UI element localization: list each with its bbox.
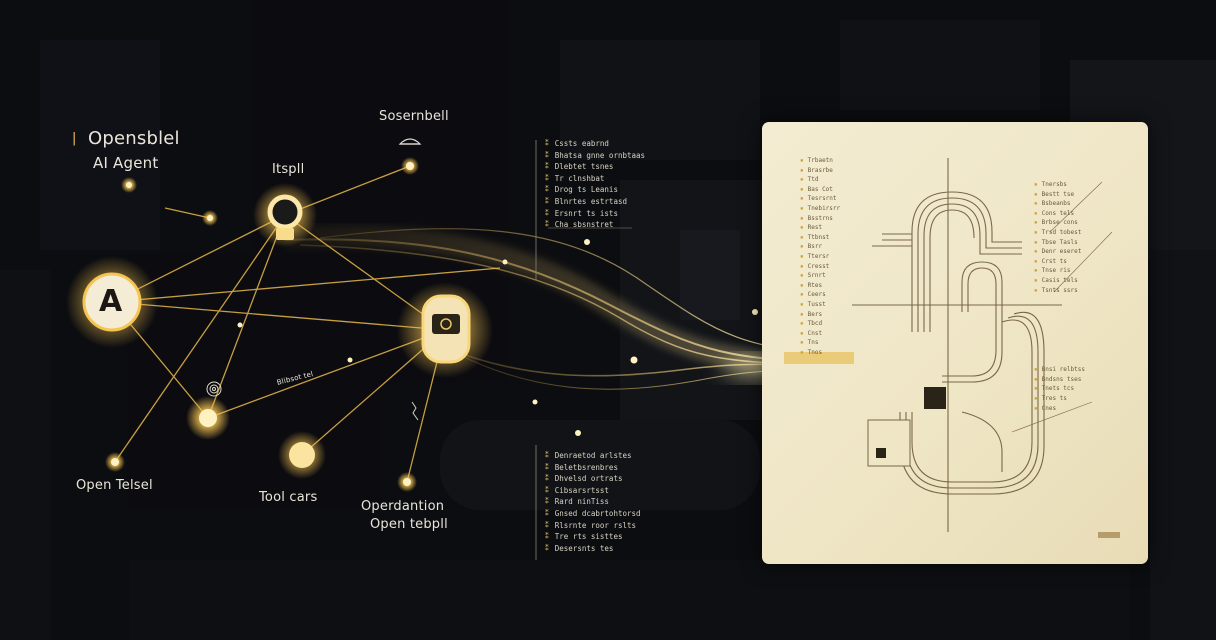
paper-notes-right: ▪Tnersbs ▪Bestt tse ▪Bsbeanbs ▪Cons tels… [1034,181,1085,412]
label-tool-cars: Tool cars [259,490,318,505]
spiral-icon [206,381,222,397]
tool-icon [411,401,419,421]
notes-bottom: ⁑Denraetod arlstes ⁑Beletbsrenbres ⁑Dhve… [545,451,641,553]
title-opensblel: Opensblel [88,128,180,149]
title-ai-agent: AI Agent [93,154,159,172]
node-bottom-left [199,409,217,427]
label-open-telsel: Open Telsel [76,478,153,493]
title-marker: | [72,131,77,146]
node-agent [82,272,142,332]
pipe-schematic [784,158,1120,538]
network-nodes [66,157,758,492]
dish-icon [398,138,422,145]
node-center [267,194,303,230]
paper-notes-left: ▪Trbaetn ▪Brasrbe ▪Ttd ▪Bas Cot ▪Tesrsrn… [800,157,841,356]
notes-top: ⁑Cssts eabrnd ⁑Bhatsa gnne ornbtaas ⁑Dle… [545,139,646,230]
center-label: Itspll [272,162,305,177]
node-tool [289,442,315,468]
blueprint-sheet: ▪Trbaetn ▪Brasrbe ▪Ttd ▪Bas Cot ▪Tesrsrn… [762,122,1148,564]
label-open-tebpll: Open tebpll [370,517,448,532]
top-label: Sosernbell [379,109,449,124]
agent-node-letter: A [99,284,123,319]
label-operdantion: Operdantion [361,499,445,514]
